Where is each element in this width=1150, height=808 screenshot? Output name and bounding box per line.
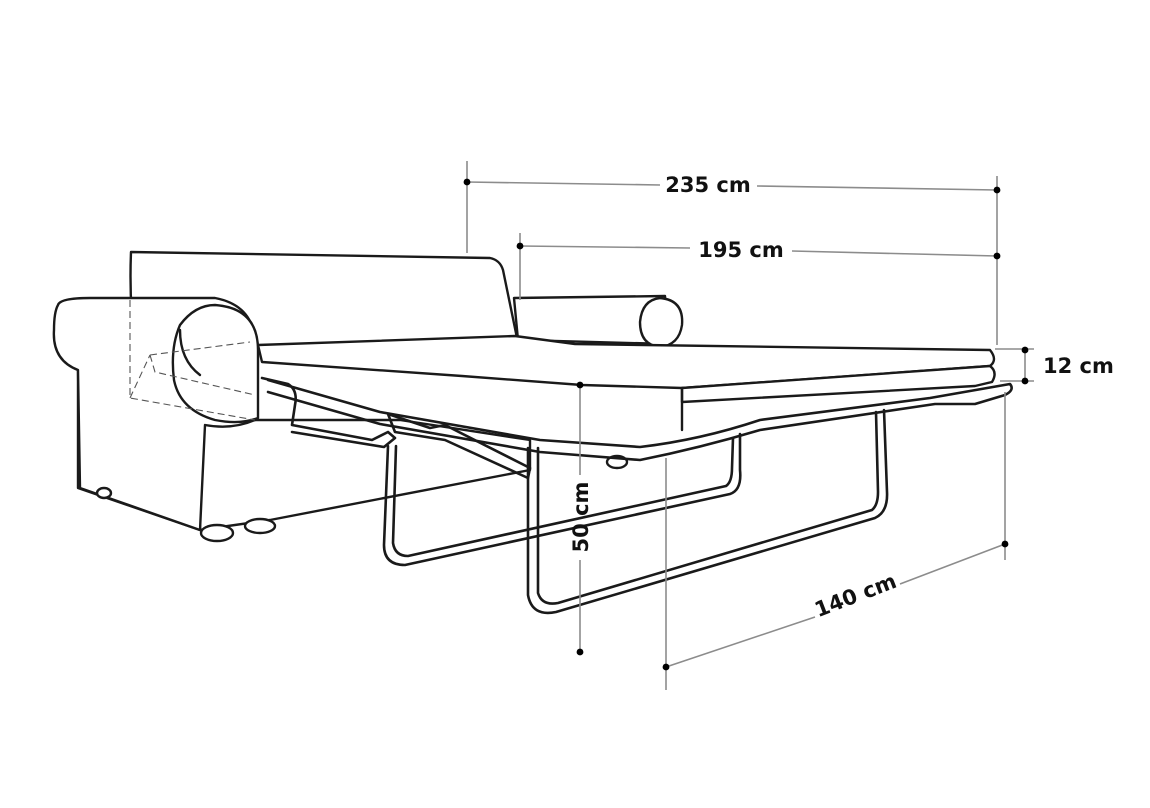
dim-235-dot-left: [463, 178, 471, 186]
dim-50-dot-top: [576, 381, 584, 389]
frame-top-rail: [266, 378, 1013, 462]
dim-195-line-left: [519, 245, 691, 249]
hidden-lines: [129, 300, 256, 421]
dim-140-line-left: [665, 616, 816, 668]
dimension-lines: [463, 161, 1034, 690]
label-sleeping-length: 195 cm: [698, 238, 783, 262]
label-bed-width: 140 cm: [811, 569, 899, 622]
dim-140-line-right: [899, 543, 1006, 585]
dim-195-dot-left: [516, 242, 524, 250]
dim-140-dot-right: [1001, 540, 1009, 548]
dim-195-dot-right: [993, 252, 1001, 260]
left-armrest-roll: [171, 303, 260, 424]
frame-hinge-left: [260, 376, 397, 449]
dim-235-line-right: [756, 185, 998, 191]
foot-back: [95, 486, 113, 500]
bed-frame: [260, 376, 1013, 615]
sofa-drawing: [52, 250, 684, 543]
dim-235-line-left: [466, 181, 661, 186]
right-armrest: [638, 296, 684, 349]
label-overall-width: 235 cm: [665, 173, 750, 197]
left-armrest-inner: [178, 328, 202, 377]
frame-leg-left: [382, 432, 742, 567]
mattress: [256, 334, 996, 432]
dim-12-dot-top: [1021, 346, 1029, 354]
dim-140-dot-left: [662, 663, 670, 671]
frame-leg-left-inner: [391, 436, 735, 558]
frame-leg-right: [526, 408, 889, 615]
dim-12-dot-bottom: [1021, 377, 1029, 385]
label-mattress-thickness: 12 cm: [1043, 354, 1114, 378]
frame-leg-right-inner: [536, 410, 880, 605]
dim-235-dot-right: [993, 186, 1001, 194]
dim-50-dot-bottom: [576, 648, 584, 656]
foot-left: [199, 523, 235, 543]
mattress-front-edge: [680, 364, 996, 404]
foot-middle: [243, 517, 277, 535]
dimension-labels: 235 cm 195 cm 12 cm 50 cm 140 cm: [569, 173, 1114, 622]
label-seat-height: 50 cm: [569, 482, 593, 553]
dim-195-line-right: [791, 250, 998, 257]
